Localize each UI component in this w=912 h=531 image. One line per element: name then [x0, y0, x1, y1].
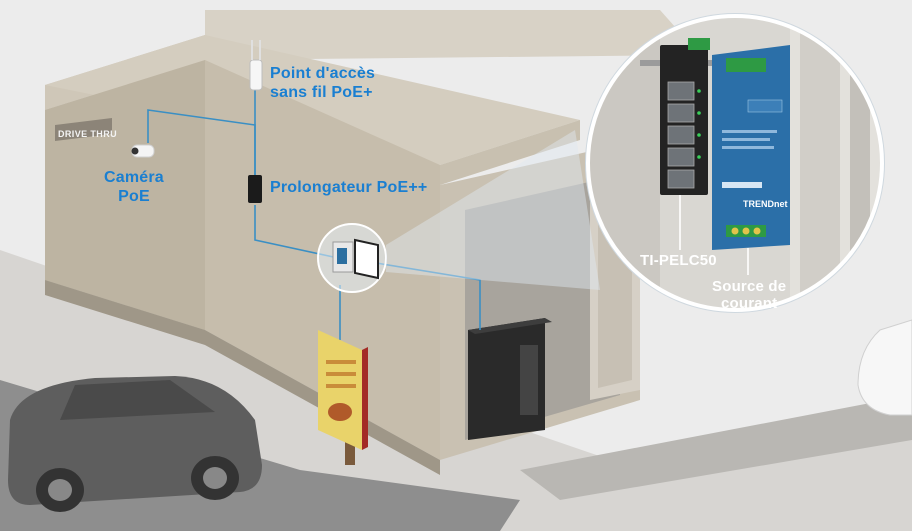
wall-box-device [337, 248, 347, 264]
drive-thru-plate [55, 118, 112, 141]
roof-slab-edge [440, 120, 580, 185]
wall-base [45, 280, 440, 475]
white-car [857, 319, 912, 416]
brand-text: TRENDnet [743, 199, 788, 209]
drive-thru-sign: DRIVE THRU [58, 129, 118, 139]
network-cables [147, 90, 481, 340]
switch-model-label: TI-PELC50 [640, 252, 717, 269]
power-source-label: Source de courant [712, 278, 787, 312]
cable-cabinet [369, 261, 481, 330]
extender-label: Prolongateur PoE++ [270, 179, 428, 196]
car [8, 376, 262, 512]
menu-board [318, 330, 368, 465]
roof-top [205, 10, 700, 60]
switch-device [660, 38, 710, 195]
roof-slab [45, 35, 580, 165]
wall-box-door [354, 238, 379, 280]
extender-device [248, 175, 262, 203]
power-supply-device [712, 45, 790, 250]
camera-label: Caméra PoE [104, 169, 164, 205]
callout-funnel [386, 130, 600, 290]
network-cabinet-vent [520, 345, 538, 415]
zoom-circle-border [586, 14, 884, 312]
access-point-device [249, 40, 263, 91]
curb [520, 395, 912, 500]
zoom-callout: TRENDnet [585, 13, 885, 313]
network-cabinet-top [468, 318, 552, 334]
access-point-label: Point d'accès sans fil PoE+ [270, 65, 376, 101]
cable-extender [254, 205, 339, 259]
camera-device [131, 144, 155, 158]
